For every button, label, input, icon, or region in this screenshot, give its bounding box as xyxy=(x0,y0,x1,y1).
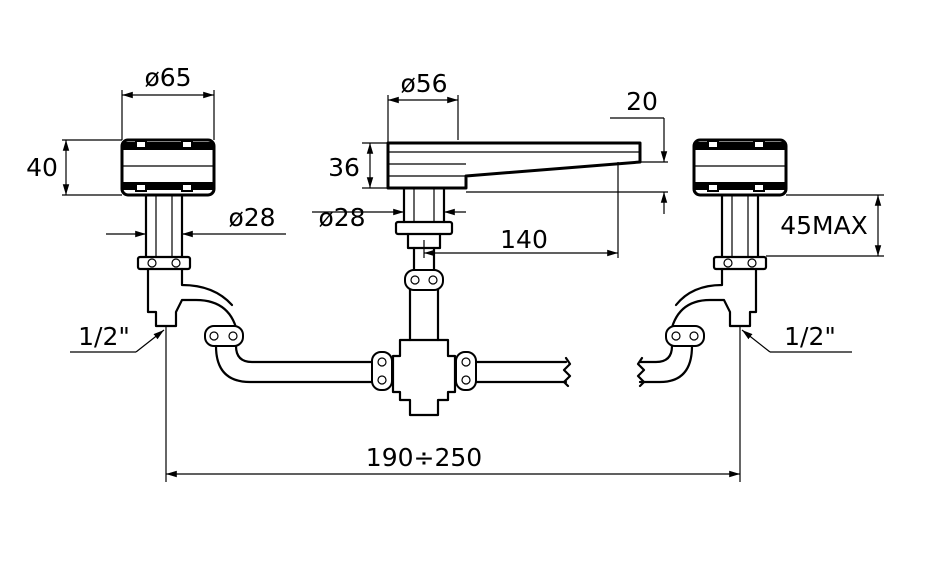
dimension-spout-tip-height: 20 xyxy=(626,87,658,116)
right-handle-assembly xyxy=(636,138,788,388)
dimension-right-connection: 1/2" xyxy=(784,322,836,351)
dimension-center-distance: 190÷250 xyxy=(366,443,482,472)
dimension-left-connection: 1/2" xyxy=(78,322,130,351)
dimension-left-handle-height: 40 xyxy=(26,153,58,182)
dimension-left-stem-diameter: ø28 xyxy=(228,203,275,232)
dimension-lines xyxy=(62,90,884,482)
dimension-left-handle-diameter: ø65 xyxy=(144,63,191,92)
dimension-spout-projection: 140 xyxy=(500,225,548,254)
dimension-spout-diameter: ø56 xyxy=(400,69,447,98)
dimension-spout-height: 36 xyxy=(328,153,360,182)
dimension-spout-stem-diameter: ø28 xyxy=(318,203,365,232)
left-handle-assembly xyxy=(120,138,384,384)
spout-assembly xyxy=(371,141,642,417)
dimension-max-deck-thickness: 45MAX xyxy=(780,211,868,240)
